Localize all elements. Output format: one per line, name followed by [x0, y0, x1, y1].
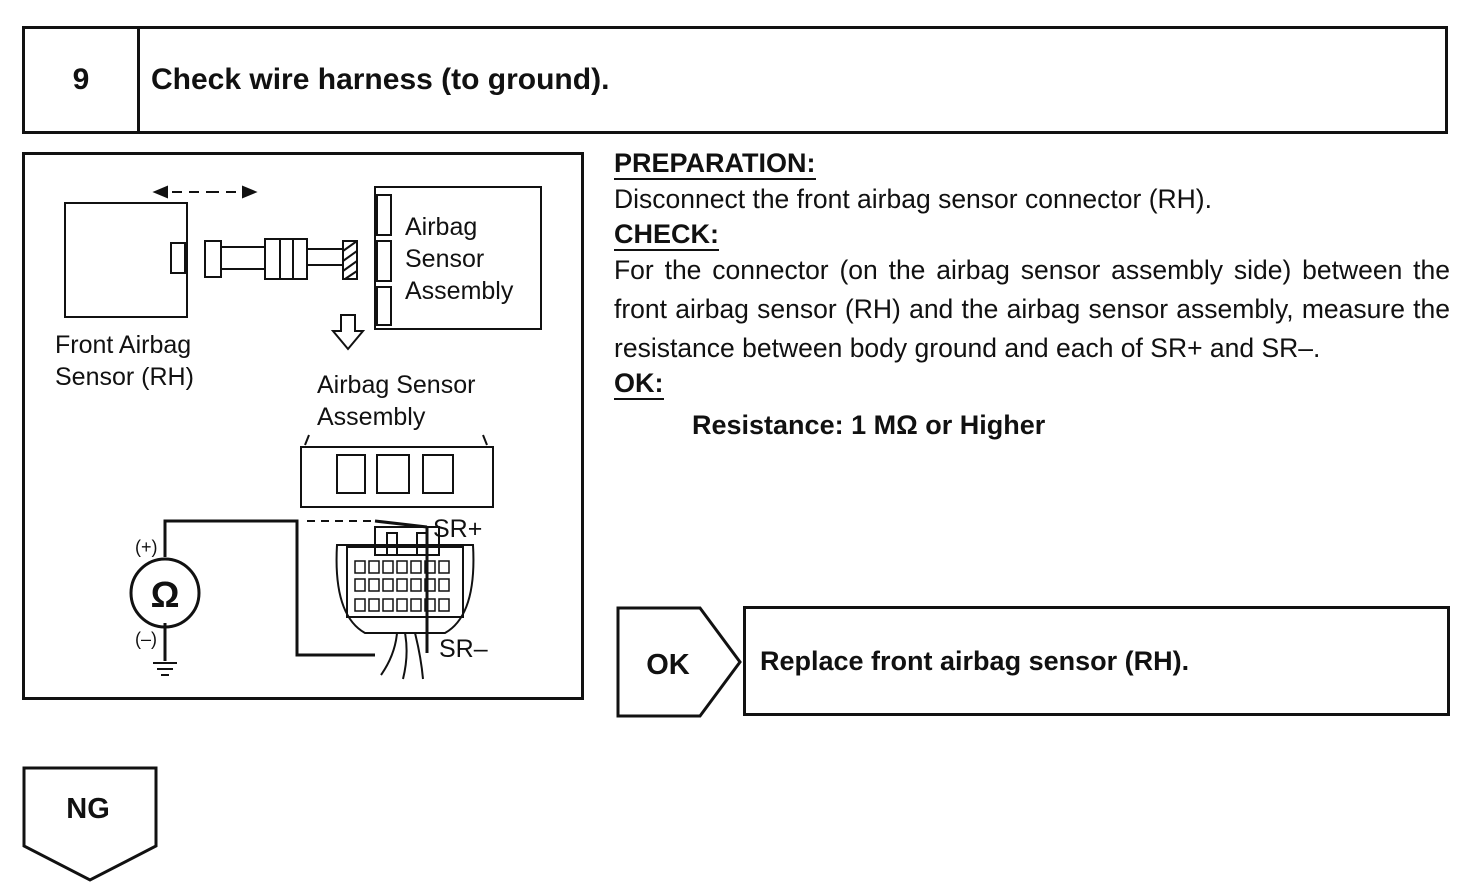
- meter-minus-label: (–): [135, 629, 157, 649]
- check-heading: CHECK:: [614, 219, 719, 251]
- ng-flag: NG: [22, 766, 162, 891]
- check-text: For the connector (on the airbag sensor …: [614, 255, 1450, 363]
- assembly-bottom-label-line1: Airbag Sensor: [317, 371, 475, 399]
- step-header: 9 Check wire harness (to ground).: [22, 26, 1448, 134]
- assembly-label-line3: Assembly: [405, 277, 514, 305]
- diagram-illustration: Front Airbag Sensor (RH) Airbag Sensor A…: [55, 185, 542, 680]
- assembly-bottom-label-line2: Assembly: [317, 403, 426, 431]
- assembly-label-line1: Airbag: [405, 213, 477, 241]
- step-title: Check wire harness (to ground).: [151, 63, 610, 96]
- ng-flag-label: NG: [66, 793, 110, 825]
- step-number: 9: [25, 29, 140, 131]
- ok-result-box: Replace front airbag sensor (RH).: [743, 606, 1450, 716]
- instructions: PREPARATION: Disconnect the front airbag…: [614, 148, 1454, 442]
- meter-plus-label: (+): [135, 537, 158, 557]
- front-sensor-label-line1: Front Airbag: [55, 331, 191, 359]
- ok-heading: OK:: [614, 368, 664, 400]
- pin-sr-minus-label: SR–: [439, 635, 488, 663]
- preparation-text: Disconnect the front airbag sensor conne…: [614, 184, 1212, 214]
- ok-spec: Resistance: 1 MΩ or Higher: [692, 410, 1046, 440]
- ok-flag-label: OK: [646, 649, 690, 681]
- pin-sr-plus-label: SR+: [433, 515, 482, 543]
- wiring-diagram: Front Airbag Sensor (RH) Airbag Sensor A…: [22, 152, 584, 700]
- front-sensor-label-line2: Sensor (RH): [55, 363, 194, 391]
- ok-result-text: Replace front airbag sensor (RH).: [760, 645, 1190, 676]
- ohmmeter-icon: Ω: [151, 574, 180, 615]
- assembly-label-line2: Sensor: [405, 245, 484, 273]
- ok-flag: OK: [616, 606, 746, 723]
- preparation-heading: PREPARATION:: [614, 148, 816, 180]
